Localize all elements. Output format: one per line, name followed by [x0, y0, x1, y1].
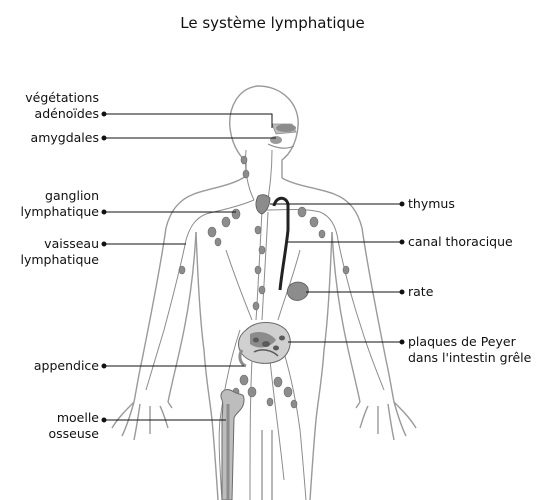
label-line: lymphatique	[20, 252, 100, 267]
spleen-organ	[286, 281, 309, 301]
label-rate: rate	[408, 284, 433, 300]
label-thymus: thymus	[408, 196, 455, 212]
label-line: appendice	[33, 358, 99, 373]
label-amygdales: amygdales	[31, 130, 99, 146]
label-line: lymphatique	[20, 204, 100, 219]
label-canal-thoracique: canal thoracique	[408, 234, 513, 250]
label-moelle-osseuse: moelle osseuse	[49, 410, 100, 442]
label-line: canal thoracique	[408, 234, 513, 249]
thymus-organ	[255, 194, 271, 215]
lymph-nodes	[178, 155, 350, 409]
label-plaques-de-peyer: plaques de Peyer dans l'intestin grêle	[408, 334, 531, 366]
label-ganglion-lymphatique: ganglion lymphatique	[21, 188, 100, 220]
diagram-title: Le système lymphatique	[180, 14, 365, 32]
body-outline	[111, 85, 417, 500]
label-line: amygdales	[30, 130, 99, 145]
label-line: rate	[408, 284, 434, 299]
label-line: moelle	[56, 410, 99, 425]
femur-bone	[220, 389, 245, 500]
label-vegetations-adenoides: végétations adénoïdes	[25, 90, 99, 122]
label-appendice: appendice	[34, 358, 99, 374]
label-line: dans l'intestin grêle	[408, 350, 532, 365]
label-line: plaques de Peyer	[408, 334, 516, 349]
label-line: thymus	[408, 196, 455, 211]
appendix-organ	[238, 349, 247, 368]
thoracic-duct	[272, 196, 290, 291]
label-line: ganglion	[45, 188, 99, 203]
small-intestine	[238, 322, 291, 364]
label-line: adénoïdes	[34, 106, 99, 121]
label-vaisseau-lymphatique: vaisseau lymphatique	[21, 236, 100, 268]
label-line: osseuse	[48, 426, 100, 441]
label-line: végétations	[25, 90, 99, 105]
leader-lines	[101, 111, 405, 423]
label-line: vaisseau	[44, 236, 99, 251]
